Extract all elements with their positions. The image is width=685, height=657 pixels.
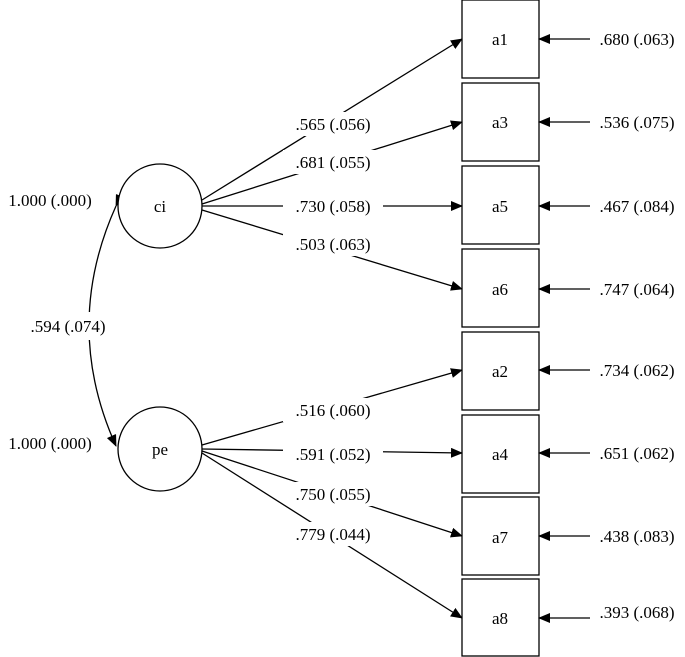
- loading-label-bg-a3: [283, 150, 383, 174]
- indicator-a6: .503 (.063) a6 .747 (.064): [201, 209, 675, 328]
- indicator-box-a6: [461, 248, 540, 328]
- loading-label-a8: .779 (.044): [295, 525, 370, 544]
- residual-label-a3: .536 (.075): [599, 113, 674, 132]
- indicator-label-a5: a5: [492, 197, 508, 216]
- indicator-a3: .681 (.055) a3 .536 (.075): [201, 82, 675, 205]
- loading-label-a6: .503 (.063): [295, 235, 370, 254]
- loading-label-a2: .516 (.060): [295, 401, 370, 420]
- residual-label-a7: .438 (.083): [599, 527, 674, 546]
- indicator-label-a1: a1: [492, 30, 508, 49]
- residual-label-a4: .651 (.062): [599, 444, 674, 463]
- covariance-label-bg: [18, 312, 118, 340]
- indicator-box-a8: [461, 578, 540, 657]
- residual-label-a8: .393 (.068): [599, 603, 674, 622]
- loading-label-bg-a2: [283, 398, 383, 422]
- indicator-label-a7: a7: [492, 528, 509, 547]
- indicator-box-a7: [461, 496, 540, 576]
- loading-label-bg-a7: [283, 482, 383, 506]
- residual-label-a1: .680 (.063): [599, 30, 674, 49]
- indicator-label-a4: a4: [492, 445, 509, 464]
- loading-label-bg-a4: [283, 442, 383, 466]
- indicator-box-a4: [461, 414, 540, 494]
- indicator-a4: .591 (.052) a4 .651 (.062): [201, 414, 675, 494]
- indicator-a5: .730 (.058) a5 .467 (.084): [202, 165, 675, 245]
- latent-ci-variance: 1.000 (.000): [8, 191, 92, 210]
- residual-label-a6: .747 (.064): [599, 280, 674, 299]
- loading-label-bg-a8: [283, 522, 383, 546]
- covariance-label: .594 (.074): [30, 317, 105, 336]
- loading-label-a3: .681 (.055): [295, 153, 370, 172]
- loading-label-bg-a5: [283, 194, 383, 218]
- loading-label-bg-a1: [283, 112, 383, 136]
- residual-label-a2: .734 (.062): [599, 361, 674, 380]
- indicator-a1: .565 (.056) a1 .680 (.063): [201, 0, 675, 201]
- loading-label-a5: .730 (.058): [295, 197, 370, 216]
- latent-ci-label: ci: [154, 197, 167, 216]
- residual-label-a5: .467 (.084): [599, 197, 674, 216]
- indicator-label-a2: a2: [492, 362, 508, 381]
- indicator-a7: .750 (.055) a7 .438 (.083): [201, 450, 675, 576]
- loading-label-a7: .750 (.055): [295, 485, 370, 504]
- indicator-label-a6: a6: [492, 280, 508, 299]
- loading-label-a4: .591 (.052): [295, 445, 370, 464]
- latent-pe-variance: 1.000 (.000): [8, 434, 92, 453]
- indicator-box-a2: [461, 331, 540, 411]
- indicator-a2: .516 (.060) a2 .734 (.062): [201, 331, 675, 446]
- loading-label-bg-a6: [283, 232, 383, 256]
- indicator-label-a8: a8: [492, 609, 508, 628]
- indicator-box-a5: [461, 165, 540, 245]
- indicator-box-a3: [461, 82, 540, 162]
- loading-label-a1: .565 (.056): [295, 115, 370, 134]
- latent-pe-label: pe: [152, 440, 168, 459]
- indicator-label-a3: a3: [492, 113, 508, 132]
- indicator-a8: .779 (.044) a8 .393 (.068): [201, 452, 675, 657]
